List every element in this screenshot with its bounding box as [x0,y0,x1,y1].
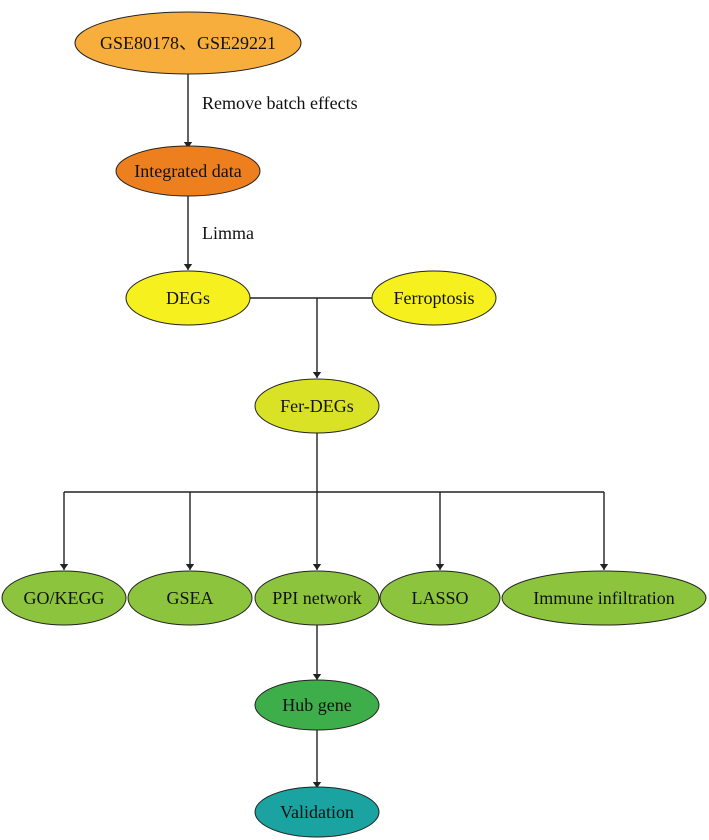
node-validation: Validation [254,786,380,838]
node-gsea-label: GSEA [166,588,213,608]
node-ppi-label: PPI network [272,588,362,608]
node-gse-shape [74,11,302,75]
node-lasso: LASSO [379,570,501,626]
node-ppi-shape [254,570,380,626]
node-ferroptosis: Ferroptosis [371,270,497,326]
node-ferdegs-label: Fer-DEGs [280,396,354,416]
node-gokegg-label: GO/KEGG [24,588,105,608]
node-hub-label: Hub gene [282,695,351,715]
node-degs: DEGs [125,270,251,326]
node-gse-label: GSE80178、GSE29221 [100,33,276,53]
node-gsea: GSEA [127,570,253,626]
node-hub: Hub gene [254,679,380,731]
node-ferdegs: Fer-DEGs [254,378,380,434]
node-gokegg-shape [1,570,127,626]
node-integrated-label: Integrated data [134,161,241,181]
node-ferroptosis-shape [371,270,497,326]
edge-label-remove-batch: Remove batch effects [202,93,358,113]
node-degs-shape [125,270,251,326]
node-integrated-shape [115,145,261,197]
node-immune: Immune infiltration [501,570,707,626]
node-validation-shape [254,786,380,838]
connectors [59,74,609,788]
node-degs-label: DEGs [166,288,210,308]
node-hub-shape [254,679,380,731]
node-gokegg: GO/KEGG [1,570,127,626]
node-validation-label: Validation [280,802,354,822]
node-lasso-shape [379,570,501,626]
node-integrated: Integrated data [115,145,261,197]
node-immune-label: Immune infiltration [533,588,674,608]
node-gsea-shape [127,570,253,626]
node-gse: GSE80178、GSE29221 [74,11,302,75]
node-ferdegs-shape [254,378,380,434]
edge-label-limma: Limma [202,223,254,243]
node-ppi: PPI network [254,570,380,626]
node-ferroptosis-label: Ferroptosis [394,288,475,308]
node-immune-shape [501,570,707,626]
node-lasso-label: LASSO [411,588,468,608]
